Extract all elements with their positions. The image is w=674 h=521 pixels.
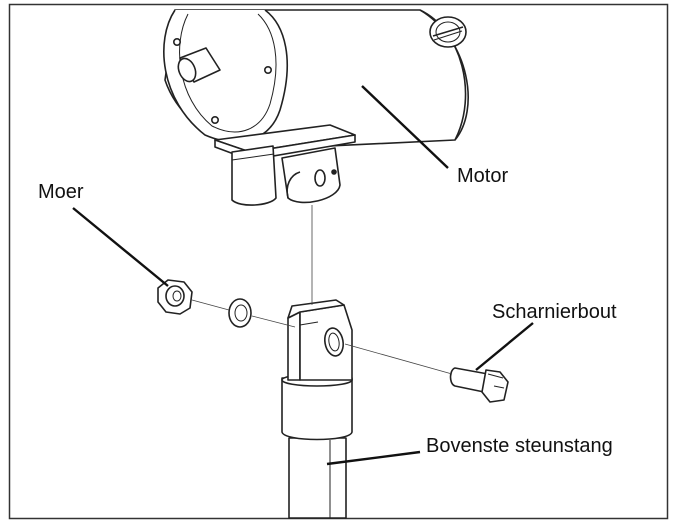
hinge-bolt-part [449,367,509,403]
assembly-axis-lines [191,205,453,375]
upper-support-rod-label: Bovenste steunstang [426,435,613,457]
nut-part [157,279,193,315]
leader-lines [72,85,534,466]
hinge-bolt-label: Scharnierbout [492,301,617,323]
rod-leader [326,450,421,466]
nut-label: Moer [38,181,84,203]
motor-label: Motor [457,165,508,187]
motor-leader [361,85,449,169]
hinge-bolt-leader [475,322,534,371]
nut-leader [72,207,169,287]
upper-support-rod-part [281,299,353,519]
washer-part [228,298,252,328]
